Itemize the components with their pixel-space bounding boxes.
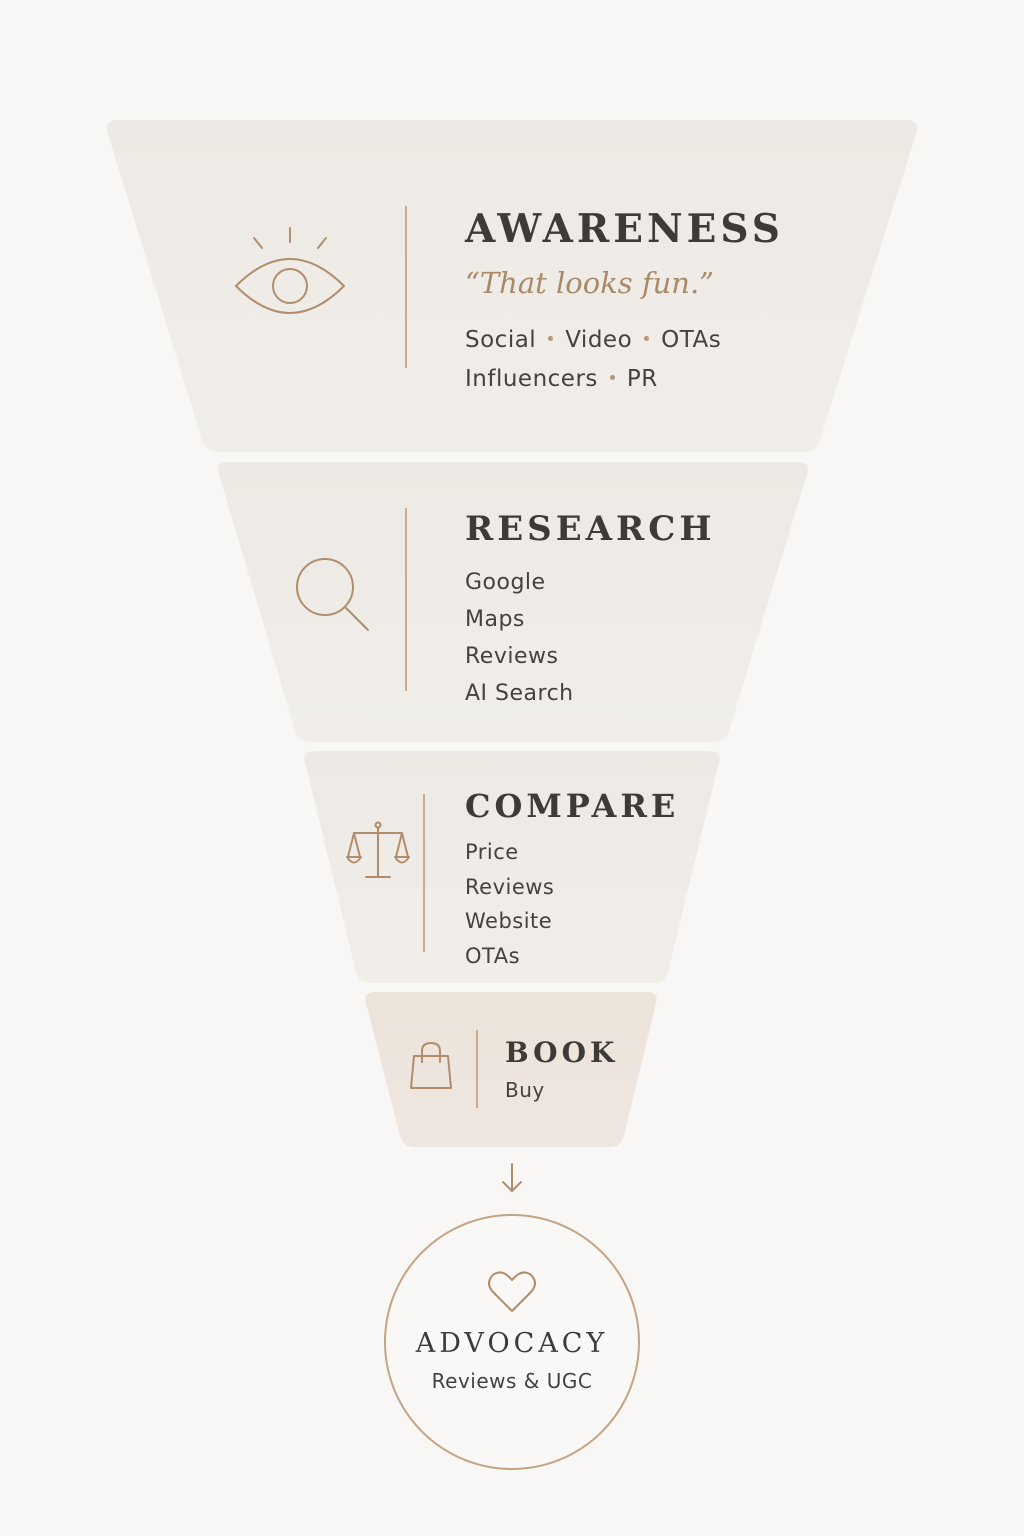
separator-dot [548,336,554,341]
list-item: AI Search [465,681,574,706]
research-title: RESEARCH [465,509,716,549]
compare-title: COMPARE [465,787,680,825]
awareness-band [107,120,917,452]
awareness-channels-line2: Influencers PR [465,366,658,392]
book-subtitle: Buy [505,1078,545,1102]
list-item: Maps [465,607,525,632]
channel-influencers: Influencers [465,366,598,392]
advocacy-circle [384,1214,640,1470]
shopping-bag-icon [409,1040,453,1092]
compare-list: Price Reviews Website OTAs [465,835,554,973]
advocacy-title: ADVOCACY [415,1328,609,1359]
eye-icon [234,224,346,320]
list-item: Website [465,909,553,933]
channel-pr: PR [626,366,658,392]
list-item: OTAs [465,943,521,968]
awareness-title: AWARENESS [465,206,784,252]
advocacy-subtitle: Reviews & UGC [431,1369,593,1393]
book-band [365,992,657,1147]
separator-dot [609,375,615,380]
research-list: Google Maps Reviews AI Search [465,564,574,712]
compare-band [304,751,720,983]
awareness-divider [405,206,407,368]
book-divider [476,1030,478,1108]
list-item: Price [465,840,519,864]
list-item: Reviews [465,644,559,669]
list-item: Google [465,570,546,595]
scales-icon [346,821,410,881]
separator-dot [644,336,650,341]
research-divider [405,508,407,691]
compare-divider [423,794,425,952]
awareness-quote: “That looks fun.” [465,266,715,300]
magnifier-icon [294,556,372,634]
channel-video: Video [565,327,633,353]
book-title: BOOK [505,1036,619,1069]
list-item: Reviews [465,874,555,899]
research-band [218,462,808,742]
channel-social: Social [465,327,537,353]
awareness-channels-line1: Social Video OTAs [465,327,721,353]
heart-icon [488,1270,536,1314]
arrow-down-icon [502,1163,522,1192]
channel-otas: OTAs [661,327,722,353]
